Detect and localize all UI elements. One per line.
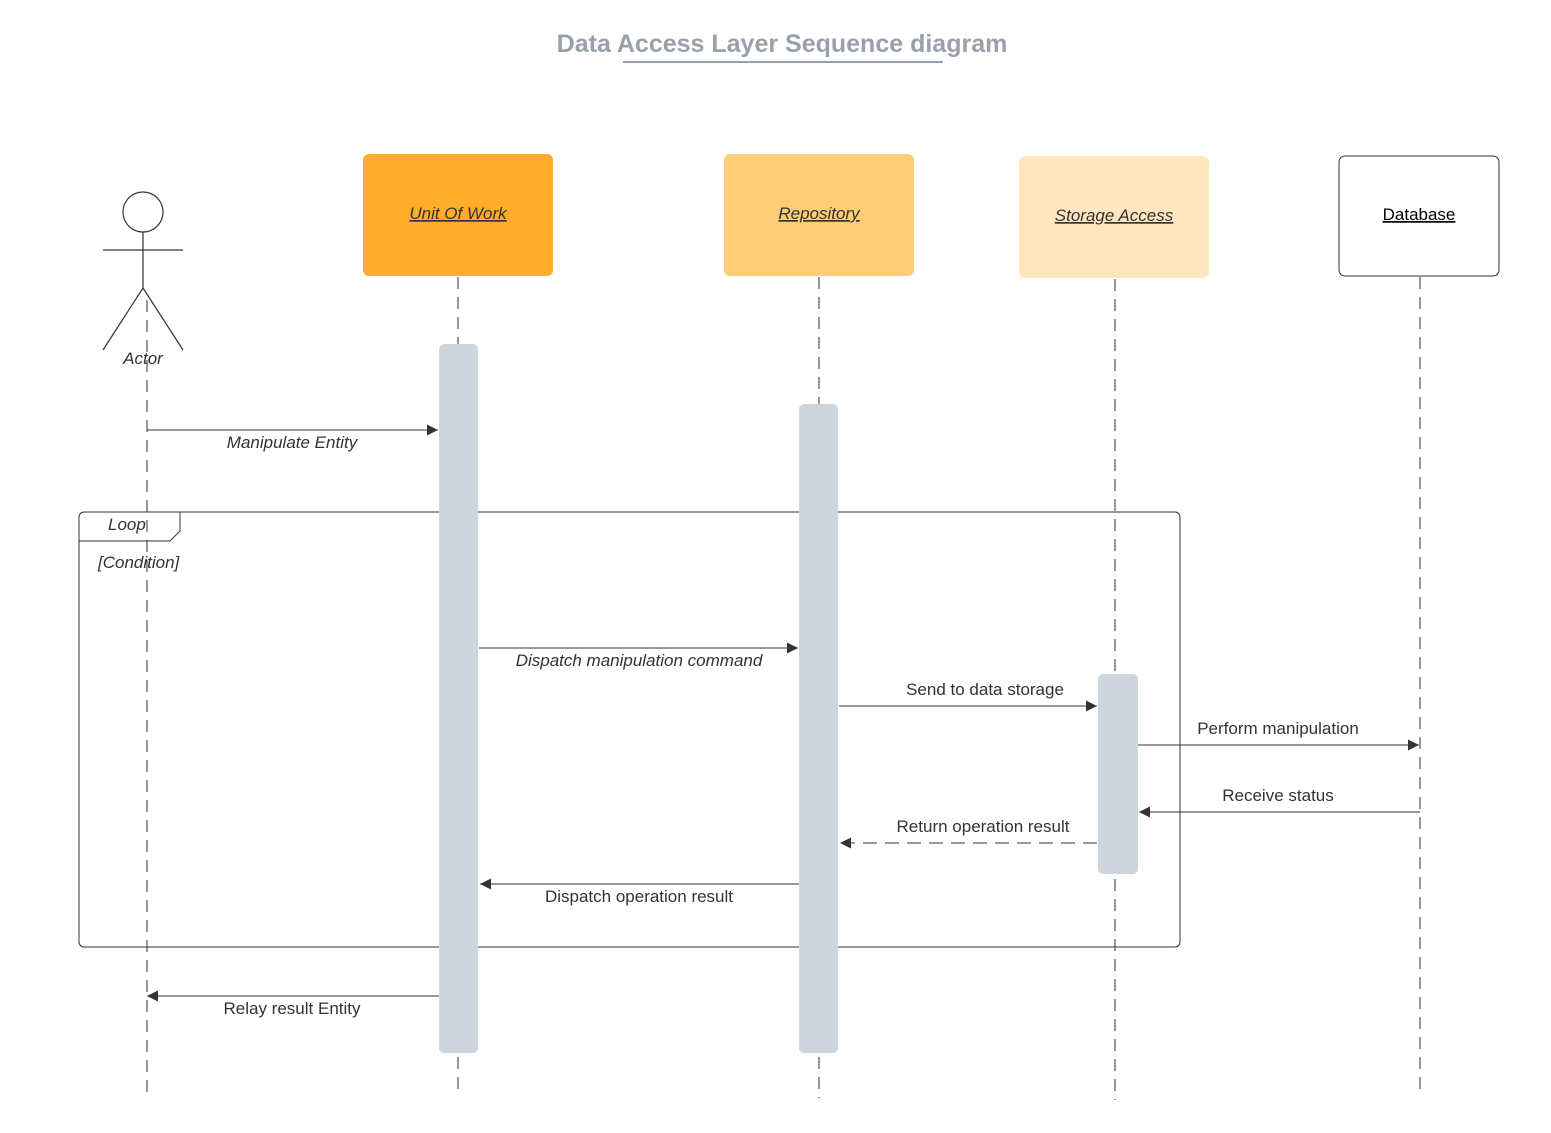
loop-frame: Loop [Condition] <box>78 511 1181 948</box>
participant-database[interactable]: Database <box>1338 155 1500 277</box>
participant-box <box>1338 155 1500 277</box>
message-dispatch-operation-result[interactable]: Dispatch operation result <box>480 878 799 906</box>
message-manipulate-entity[interactable]: Manipulate Entity <box>147 424 438 452</box>
loop-frame-tab <box>79 512 181 542</box>
message-label: Manipulate Entity <box>227 433 359 452</box>
loop-guard-label: [Condition] <box>97 553 181 572</box>
diagram-title-group: Data Access Layer Sequence diagram <box>557 30 1008 63</box>
loop-frame-border <box>78 511 1181 948</box>
participant-box <box>363 154 553 276</box>
activation-repository <box>799 404 838 1053</box>
message-label: Dispatch manipulation command <box>516 651 763 670</box>
message-label: Send to data storage <box>906 680 1064 699</box>
diagram-title: Data Access Layer Sequence diagram <box>557 30 1008 58</box>
message-perform-manipulation[interactable]: Perform manipulation <box>1138 719 1419 751</box>
message-label: Relay result Entity <box>224 999 361 1018</box>
message-label: Perform manipulation <box>1197 719 1359 738</box>
activation-unit-of-work <box>439 344 478 1053</box>
participant-repository[interactable]: Repository <box>724 154 914 276</box>
participant-box <box>1019 156 1209 278</box>
message-label: Dispatch operation result <box>545 887 733 906</box>
participant-storage-access[interactable]: Storage Access <box>1019 156 1209 278</box>
message-label: Receive status <box>1222 786 1334 805</box>
activation-storage-access <box>1098 674 1138 874</box>
lifelines <box>146 277 1421 1100</box>
message-relay-result-entity[interactable]: Relay result Entity <box>147 990 439 1018</box>
message-send-to-data-storage[interactable]: Send to data storage <box>839 680 1097 712</box>
participant-label: Repository <box>778 204 861 223</box>
participant-unit-of-work[interactable]: Unit Of Work <box>363 154 553 276</box>
participant-label: Unit Of Work <box>409 204 508 223</box>
message-return-operation-result[interactable]: Return operation result <box>840 817 1097 849</box>
participant-label: Database <box>1383 205 1456 224</box>
participant-label: Storage Access <box>1055 206 1174 225</box>
message-label: Return operation result <box>897 817 1070 836</box>
message-receive-status[interactable]: Receive status <box>1139 786 1420 818</box>
message-dispatch-manipulation-command[interactable]: Dispatch manipulation command <box>479 642 798 670</box>
participant-box <box>724 154 914 276</box>
loop-operator-label: Loop <box>108 515 146 534</box>
actor[interactable]: Actor <box>102 191 184 368</box>
activation-bars <box>439 344 1138 1053</box>
actor-label: Actor <box>122 349 164 368</box>
stick-figure-icon <box>102 191 184 351</box>
messages: Manipulate Entity Dispatch manipulation … <box>147 424 1420 1018</box>
